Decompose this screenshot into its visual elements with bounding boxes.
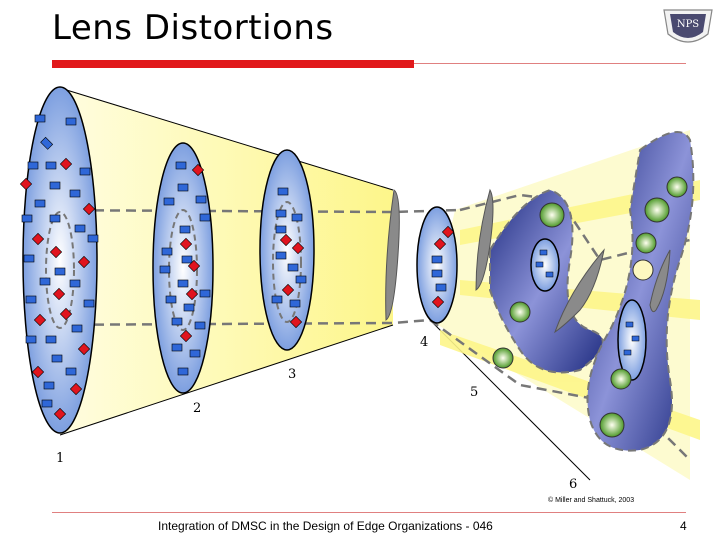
cluster-node bbox=[509, 301, 531, 323]
cluster-node bbox=[610, 368, 632, 390]
stage-label-1: 1 bbox=[56, 451, 64, 466]
slide-title: Lens Distortions bbox=[52, 8, 334, 48]
lens-4-nodes bbox=[431, 225, 455, 309]
lens-3-focus-ring bbox=[272, 201, 302, 323]
cluster-node bbox=[492, 347, 514, 369]
page-number: 4 bbox=[680, 519, 687, 533]
cluster-node bbox=[632, 259, 654, 281]
logo-lettering: NPS bbox=[677, 19, 699, 30]
footer-text: Integration of DMSC in the Design of Edg… bbox=[158, 519, 493, 533]
lens-1 bbox=[22, 86, 98, 434]
inner-lens-middle bbox=[530, 238, 560, 292]
lens-2-nodes bbox=[159, 161, 211, 376]
cluster-node bbox=[599, 412, 625, 438]
slab-lens-c bbox=[554, 248, 605, 334]
slab-lens-a bbox=[385, 189, 400, 321]
grey-slab-lenses bbox=[385, 188, 671, 334]
title-rule bbox=[414, 63, 686, 64]
title-accent-bar bbox=[52, 60, 414, 68]
lens-3 bbox=[259, 149, 315, 351]
inner-lens-nodes bbox=[535, 249, 640, 356]
nps-shield-logo: NPS bbox=[663, 9, 713, 43]
stage-label-3: 3 bbox=[288, 367, 296, 382]
lens-2 bbox=[152, 142, 214, 394]
stage-label-6: 6 bbox=[569, 477, 577, 492]
green-clusters bbox=[492, 176, 688, 438]
footer-rule bbox=[52, 512, 686, 513]
beam-edge-lines bbox=[59, 87, 394, 436]
lens-3-nodes bbox=[271, 187, 307, 329]
stage-label-2: 2 bbox=[193, 401, 201, 416]
stage-label-5: 5 bbox=[470, 385, 478, 400]
lens-1-focus-ring bbox=[45, 211, 75, 329]
cluster-node bbox=[666, 176, 688, 198]
stage-label-4: 4 bbox=[420, 335, 428, 350]
lens-1-nodes bbox=[19, 114, 99, 421]
slab-lens-b bbox=[475, 188, 494, 291]
copyright-notice: © Miller and Shattuck, 2003 bbox=[548, 497, 635, 504]
lens-2-focus-ring bbox=[168, 209, 198, 331]
cluster-node bbox=[539, 202, 565, 228]
slab-lens-d bbox=[649, 249, 671, 313]
cluster-node bbox=[635, 232, 657, 254]
light-beam-left bbox=[60, 88, 393, 435]
cluster-node bbox=[644, 197, 670, 223]
